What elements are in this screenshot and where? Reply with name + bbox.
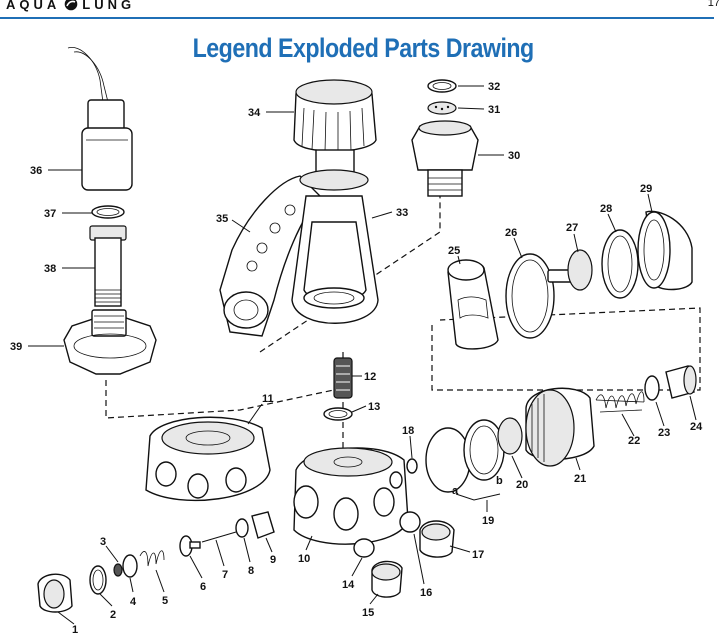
part-8-seat — [235, 518, 249, 538]
part-21-spring-housing — [525, 387, 595, 467]
callout-24: 24 — [690, 421, 703, 433]
leader-lines — [28, 85, 697, 625]
callout-22: 22 — [628, 435, 640, 447]
part-23-washer — [644, 375, 660, 401]
part-37-o-ring — [91, 205, 125, 219]
part-39-yoke-knob — [63, 309, 157, 375]
callout-14: 14 — [342, 579, 355, 591]
part-32-retaining-ring — [427, 79, 457, 93]
page-header: AQUA LUNG 17 — [0, 0, 728, 24]
part-6-poppet — [179, 535, 201, 557]
callout-35: 35 — [216, 213, 228, 225]
callout-11: 11 — [262, 393, 274, 405]
page-title: Legend Exploded Parts Drawing — [192, 33, 535, 63]
part-31-filter — [427, 101, 457, 115]
callout-13: 13 — [368, 401, 380, 413]
callout-20: 20 — [516, 479, 528, 491]
part-30-filter-retainer — [411, 120, 479, 197]
callout-27: 27 — [566, 222, 578, 234]
part-3-small-ring — [113, 563, 123, 577]
part-20-pressure-plate — [497, 417, 523, 455]
callout-19b: b — [496, 475, 503, 487]
brand-text-right: LUNG — [82, 0, 136, 12]
callout-19a: a — [452, 485, 459, 497]
callout-36: 36 — [30, 165, 42, 177]
callout-15: 15 — [362, 607, 374, 619]
callout-25: 25 — [448, 245, 460, 257]
callout-37: 37 — [44, 208, 56, 220]
callout-16: 16 — [420, 587, 432, 599]
part-4-washer — [122, 554, 138, 578]
header-rule — [0, 17, 714, 19]
part-13-o-ring — [323, 407, 353, 421]
part-38-port-adapter — [89, 225, 127, 307]
callout-2: 2 — [110, 609, 116, 621]
callout-23: 23 — [658, 427, 670, 439]
callout-labels: 1 2 3 4 5 6 7 8 9 10 11 12 13 14 15 16 1… — [10, 81, 703, 636]
callout-4: 4 — [130, 596, 137, 608]
callout-19: 19 — [482, 515, 494, 527]
callout-38: 38 — [44, 263, 56, 275]
part-5-spring — [139, 550, 165, 567]
callout-7: 7 — [222, 569, 228, 581]
part-15-lp-port-plug — [371, 560, 403, 598]
part-26-o-ring — [505, 253, 555, 339]
part-19-diaphragm-set — [425, 419, 505, 493]
callout-31: 31 — [488, 104, 500, 116]
brand-text-left: AQUA — [6, 0, 61, 12]
part-7-pin — [201, 531, 237, 543]
part-22-spring — [595, 391, 645, 413]
part-12-filter — [333, 357, 353, 399]
part-14-plug — [353, 538, 375, 558]
part-1-hp-port-plug — [37, 573, 73, 613]
part-11-body-cover — [145, 416, 271, 502]
callout-6: 6 — [200, 581, 206, 593]
callout-8: 8 — [248, 565, 254, 577]
callout-3: 3 — [100, 536, 106, 548]
part-36-hose-protector — [67, 47, 133, 191]
callout-32: 32 — [488, 81, 500, 93]
part-17-lp-port-plug — [419, 520, 455, 558]
part-10-main-body — [293, 447, 409, 545]
callout-9: 9 — [270, 554, 276, 566]
callout-39: 39 — [10, 341, 22, 353]
part-16-plug — [399, 511, 421, 533]
callout-33: 33 — [396, 207, 408, 219]
callout-5: 5 — [162, 595, 168, 607]
callout-21: 21 — [574, 473, 586, 485]
part-33-yoke-retainer — [291, 169, 379, 324]
part-25-swivel-housing — [447, 259, 499, 350]
part-27-swivel-stem — [547, 249, 593, 291]
brand-logo-icon — [64, 0, 78, 11]
callout-26: 26 — [505, 227, 517, 239]
callout-29: 29 — [640, 183, 652, 195]
part-28-ring — [601, 229, 639, 299]
part-2-o-ring — [89, 565, 107, 595]
part-9-cap — [251, 511, 275, 539]
callout-17: 17 — [472, 549, 484, 561]
callout-28: 28 — [600, 203, 612, 215]
part-24-adjusting-cap — [665, 365, 697, 399]
callout-30: 30 — [508, 150, 520, 162]
part-18-seat — [406, 458, 418, 474]
part-29-end-cap — [637, 210, 693, 291]
callout-10: 10 — [298, 553, 310, 565]
callout-34: 34 — [248, 107, 261, 119]
brand-logo: AQUA LUNG — [6, 0, 135, 12]
callout-12: 12 — [364, 371, 376, 383]
callout-1: 1 — [72, 624, 78, 636]
page-number: 17 — [707, 0, 720, 9]
callout-18: 18 — [402, 425, 414, 437]
part-34-handwheel — [293, 79, 377, 175]
